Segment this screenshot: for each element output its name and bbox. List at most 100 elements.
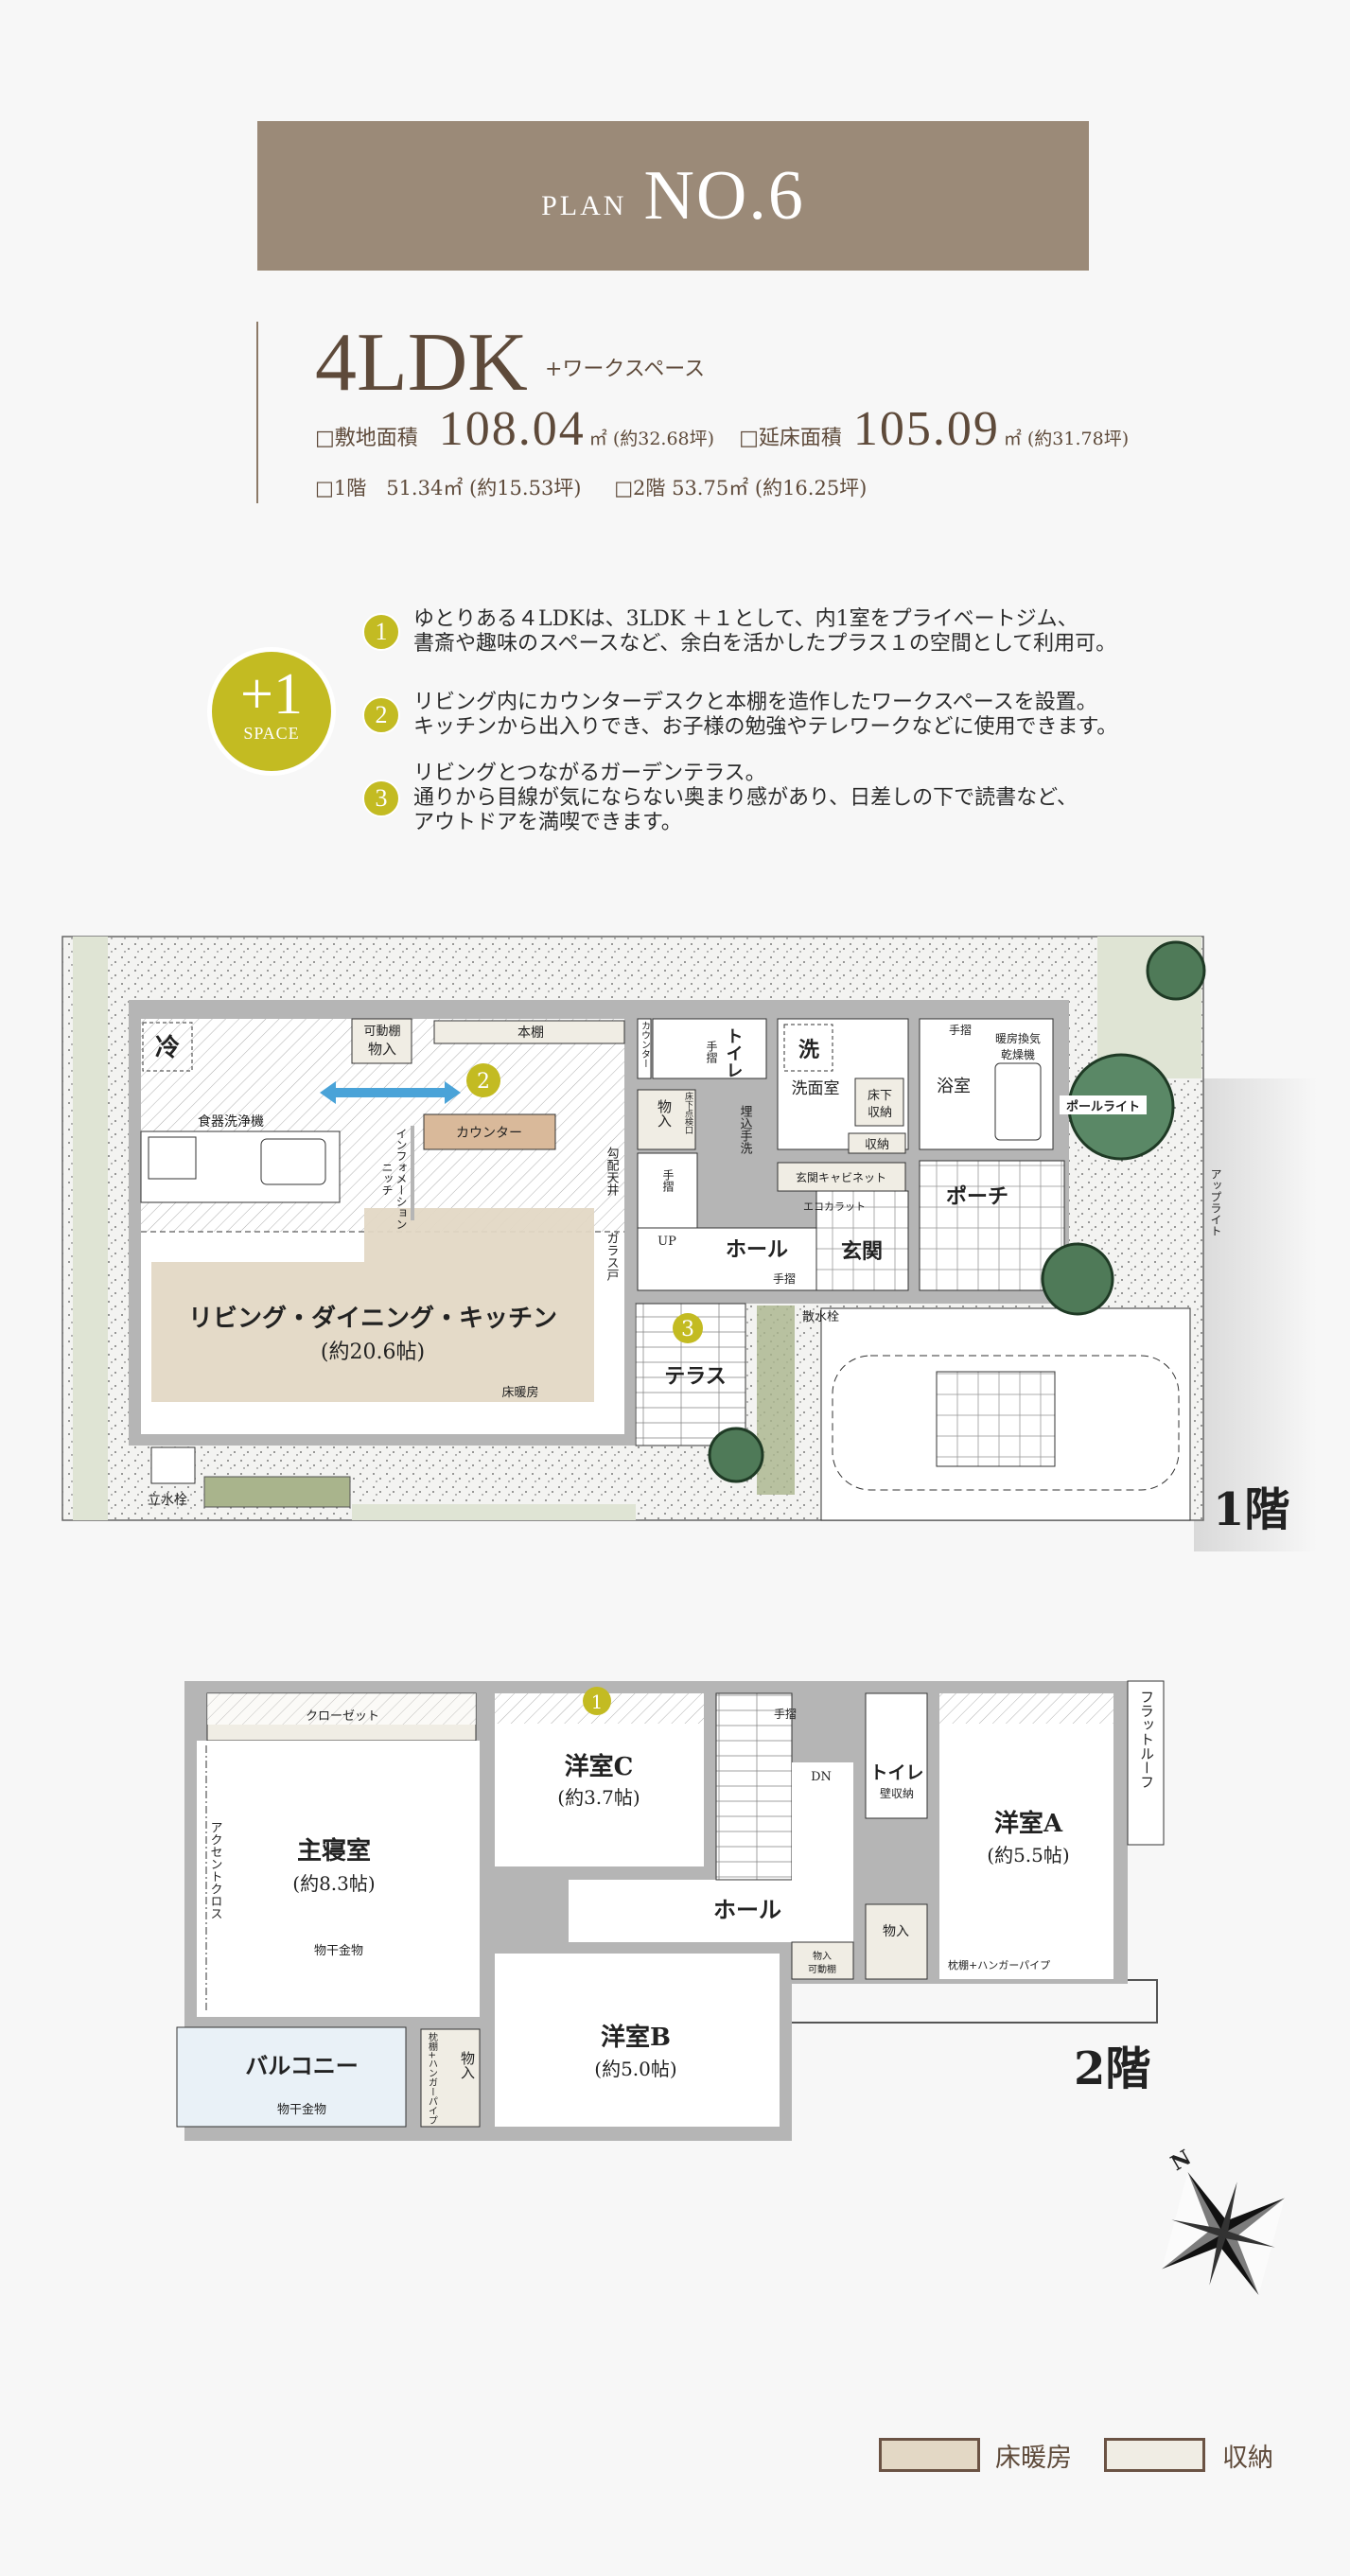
ldk-size: (約20.6帖) [321, 1341, 425, 1364]
washroom-label: 洗面室 [792, 1079, 840, 1098]
stair-storage [637, 1089, 696, 1150]
feature-number: 3 [362, 780, 400, 817]
flat-roof [1127, 1680, 1165, 1846]
hall-1f [637, 1227, 817, 1291]
bathtub [994, 1062, 1042, 1141]
site-area-label: □敷地面積 [315, 427, 418, 450]
feature-item: 3 リビングとつながるガーデンテラス。通りから目線が気にならない奥まり感があり、… [362, 762, 1078, 835]
toilet-2f [865, 1692, 928, 1819]
marker-1 [583, 1687, 611, 1715]
handrail-label: 手摺 [774, 1707, 797, 1721]
toilet-room [652, 1018, 767, 1079]
bathroom-label: 浴室 [937, 1077, 971, 1096]
shelf-label: 可動棚 [363, 1025, 400, 1039]
area-summary: □敷地面積 108.04 ㎡ (約32.68坪) □延床面積 105.09 ㎡ … [315, 401, 1129, 457]
storage-label: 物入 [656, 1099, 673, 1128]
room-a-label: 洋室A [994, 1809, 1063, 1838]
feature-item: 1 ゆとりある４LDKは、3LDK ＋１として、内1室をプライベートジム、書斎や… [362, 607, 1116, 657]
accent-wall-label: アクセントクロス [208, 1821, 223, 1919]
underfloor-storage-label: 収納 [868, 1106, 892, 1120]
storage-label: 物入 [368, 1041, 396, 1058]
site-area-unit: ㎡ (約32.68坪) [588, 429, 715, 449]
handwash-label: 埋込手洗 [738, 1105, 753, 1155]
second-floor-area: □2階 53.75㎡ (約16.25坪) [614, 477, 868, 499]
storage-label: 物入 [883, 1924, 909, 1939]
master-bedroom-label: 主寝室 [297, 1836, 371, 1866]
feature-text: 書斎や趣味のスペースなど、余白を活かしたプラス１の空間として利用可。 [413, 632, 1117, 656]
plan-number: NO.6 [643, 156, 805, 235]
storage-box [351, 1018, 412, 1064]
info-niche-label: ニッチ [380, 1162, 394, 1196]
toilet-2f-label: トイレ [869, 1762, 923, 1783]
first-floor-area: □1階 51.34㎡ (約15.53坪) [315, 477, 582, 499]
closet-hatch [207, 1693, 476, 1725]
terrace-label: テラス [664, 1364, 727, 1389]
closet-label: クローゼット [306, 1709, 379, 1724]
wall-storage-label: 壁収納 [880, 1786, 914, 1800]
room-c-label: 洋室C [565, 1752, 634, 1781]
divider-line [256, 322, 258, 503]
room-c-size: (約3.7帖) [557, 1786, 640, 1809]
balcony-label: バルコニー [245, 2052, 359, 2079]
room-b-size: (約5.0帖) [594, 2058, 676, 2080]
washer-label: 洗 [798, 1038, 819, 1062]
stairs-2f [715, 1692, 793, 1881]
dryer-label: 暖房換気 [995, 1031, 1041, 1045]
bookshelf-label: 本棚 [517, 1025, 544, 1041]
pole-light-label: ポールライト [1066, 1099, 1140, 1114]
room-a-hatch [939, 1693, 1113, 1724]
double-arrow-icon [320, 1081, 461, 1104]
roof-outline [792, 1979, 1158, 2024]
room-a [939, 1693, 1113, 1979]
toilet-label: トイレ [724, 1027, 744, 1078]
storage-label: 物入 [813, 1950, 832, 1962]
marker-1-label: 1 [591, 1691, 604, 1713]
legend-swatch-floor-heating [879, 2438, 980, 2472]
stove-icon [148, 1136, 197, 1180]
underfloor-label: 床下 [868, 1089, 892, 1103]
feature-text: キッチンから出入りでき、お子様の勉強やテレワークなどに使用できます。 [413, 715, 1118, 739]
washer-space [783, 1024, 833, 1072]
master-bedroom [197, 1741, 480, 2017]
pillow-shelf-label: 枕棚+ハンガーパイプ [427, 2031, 438, 2126]
plus-one-space-badge: +1 SPACE [207, 647, 336, 776]
storage-label: 収納 [865, 1138, 889, 1152]
storage-a [865, 1903, 928, 1980]
ldk-label: リビング・ダイニング・キッチン [188, 1304, 557, 1333]
porch-label: ポーチ [946, 1184, 1008, 1209]
feature-text: ゆとりある４LDKは、3LDK ＋１として、内1室をプライベートジム、 [413, 607, 1078, 631]
legend-swatch-storage [1104, 2438, 1205, 2472]
floor-area-label: □延床面積 [739, 427, 842, 450]
movable-shelf-label: 可動棚 [808, 1963, 836, 1975]
room-b [495, 1954, 780, 2127]
flat-roof-label: フラットルーフ [1138, 1690, 1155, 1789]
balcony [176, 2026, 407, 2128]
badge-main: +1 [240, 662, 303, 727]
legend-label: 床暖房 [995, 2444, 1072, 2473]
dishwasher-label: 食器洗浄機 [198, 1113, 264, 1130]
floor-heating-label: 床暖房 [501, 1385, 538, 1400]
partition-wall [411, 1126, 414, 1220]
feature-number: 1 [362, 613, 400, 651]
handrail-label: 手摺 [661, 1169, 675, 1192]
uplight-label: アップライト [1209, 1168, 1222, 1236]
garden-strip-left [73, 937, 108, 1520]
entrance-label: 玄関 [841, 1239, 883, 1264]
badge-sub: SPACE [243, 724, 300, 743]
feature-number: 2 [362, 696, 400, 734]
pillow-shelf-label: 枕棚+ハンガーパイプ [948, 1958, 1050, 1971]
entrance [815, 1190, 909, 1291]
floor-area-value: 105.09 [852, 402, 1000, 456]
marker-3 [673, 1313, 703, 1343]
faucet-label: 立水栓 [148, 1493, 187, 1508]
feature-item: 2 リビング内にカウンターデスクと本棚を造作したワークスペースを設置。キッチンか… [362, 691, 1117, 740]
garden-strip-bottom [352, 1504, 636, 1520]
legend-label: 収納 [1222, 2444, 1273, 2473]
feature-text: リビングとつながるガーデンテラス。 [413, 762, 766, 785]
handrail-label: 手摺 [773, 1271, 796, 1286]
feature-text: 通りから目線が気にならない奥まり感があり、日差しの下で読書など、 [413, 786, 1078, 810]
counter-label: カウンター [456, 1126, 522, 1141]
compass-north-label: N [1166, 2146, 1195, 2177]
storage-box [848, 1132, 906, 1154]
label-background [1060, 1095, 1147, 1114]
